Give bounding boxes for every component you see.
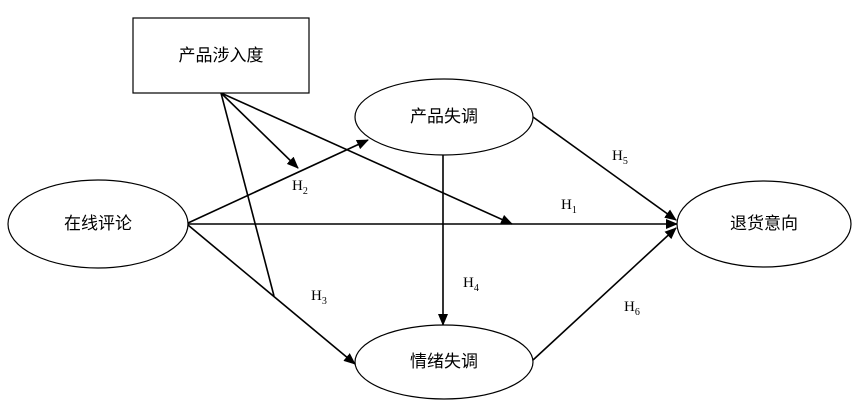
product-dissonance-label: 产品失调 bbox=[410, 107, 478, 127]
return-intention-label: 退货意向 bbox=[730, 214, 798, 234]
moderation-involvement-on-h1 bbox=[220, 92, 513, 225]
online-reviews-label: 在线评论 bbox=[64, 214, 132, 234]
edge-product-dissonance-to-return-intention bbox=[532, 116, 677, 221]
hypothesis-label-h6: H6 bbox=[624, 299, 640, 318]
emotional-dissonance-label: 情绪失调 bbox=[410, 352, 478, 372]
hypothesis-label-h2: H2 bbox=[292, 178, 308, 197]
edge-emotional-dissonance-to-return-intention bbox=[532, 227, 677, 361]
hypothesis-label-h1: H1 bbox=[561, 197, 577, 216]
edge-reviews-to-emotional-dissonance bbox=[187, 224, 356, 365]
involvement-box bbox=[132, 17, 310, 94]
hypothesis-label-h5: H5 bbox=[612, 148, 628, 167]
product-dissonance-ellipse bbox=[354, 78, 534, 156]
hypothesis-label-h4: H4 bbox=[463, 275, 479, 294]
hypothesis-label-h3: H3 bbox=[311, 288, 327, 307]
moderation-involvement-on-h3 bbox=[220, 92, 275, 297]
involvement-label: 产品涉入度 bbox=[179, 46, 264, 66]
moderation-involvement-on-h2 bbox=[220, 92, 299, 169]
edge-reviews-to-product-dissonance bbox=[187, 139, 369, 224]
emotional-dissonance-ellipse bbox=[354, 324, 534, 400]
online-reviews-ellipse bbox=[7, 179, 189, 269]
return-intention-ellipse bbox=[676, 180, 852, 268]
